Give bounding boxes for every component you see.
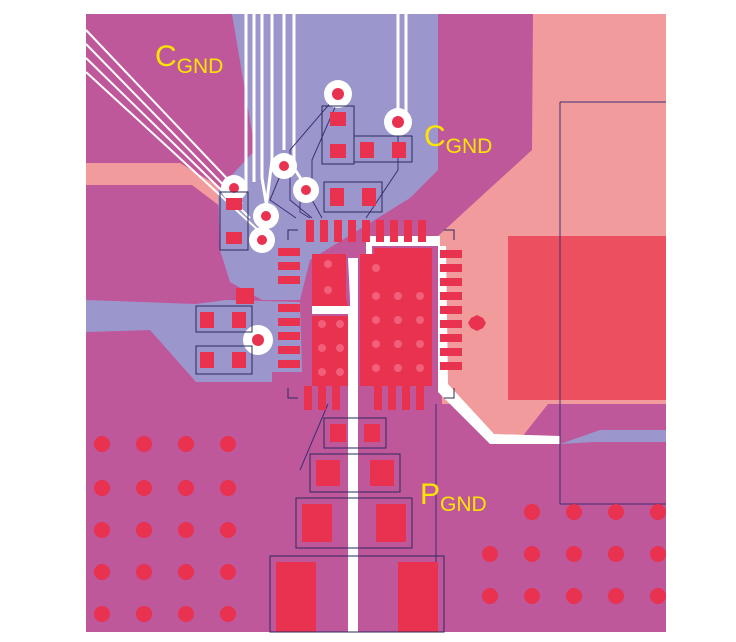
ic-pins-right	[440, 250, 462, 370]
ic-pins-top	[306, 220, 426, 242]
vias	[229, 88, 486, 346]
cgnd-label-left-sub: GND	[176, 55, 224, 78]
ic-pins-bottom	[304, 386, 424, 410]
passive-pads	[200, 112, 438, 632]
pgnd-label-sub: GND	[440, 493, 487, 516]
pgnd-label-main: P	[420, 478, 441, 511]
cgnd-label-right: CGND	[424, 120, 493, 158]
signal-ground-sliver	[560, 430, 666, 444]
cgnd-label-right-sub: GND	[445, 135, 493, 158]
cgnd-label-left: CGND	[155, 40, 224, 78]
stitching-vias-right	[482, 504, 666, 604]
thermal-pad	[508, 236, 666, 400]
power-strip-left	[86, 163, 225, 210]
pcb-board	[85, 14, 666, 633]
ic-pins-left	[278, 248, 300, 368]
ic-exposed-pad-left	[312, 254, 348, 306]
cgnd-label-left-main: C	[155, 40, 177, 73]
cgnd-label-right-main: C	[424, 120, 446, 153]
stitching-vias-left	[94, 436, 236, 622]
signal-ground-pour-lower	[86, 300, 302, 382]
thermal-vias-ic	[318, 260, 424, 376]
silkscreen-outlines	[195, 105, 455, 633]
pgnd-label: PGND	[420, 478, 487, 516]
